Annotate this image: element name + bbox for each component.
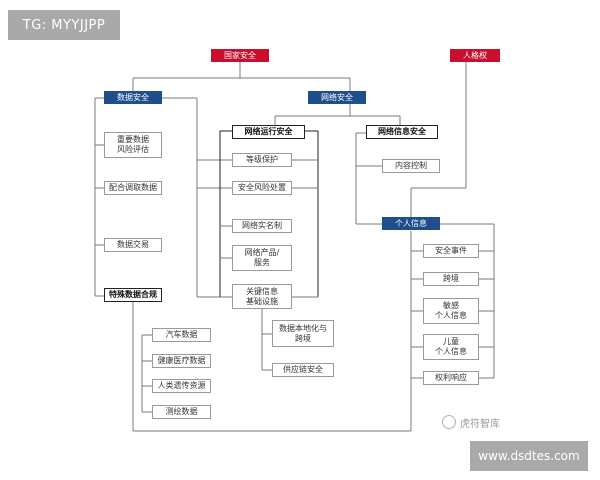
- node-data-localization-cross-border: 数据本地化与 跨境: [272, 320, 334, 347]
- node-critical-information-infrastructure: 关键信息 基础设施: [232, 284, 292, 309]
- node-security-risk-handling: 安全风险处置: [232, 181, 292, 195]
- node-personal-information: 个人信息: [382, 217, 440, 230]
- node-important-data-risk-assessment: 重要数据 风险评估: [104, 132, 162, 158]
- node-content-control: 内容控制: [382, 159, 440, 173]
- watermark-brand: 虎符智库: [442, 414, 500, 430]
- node-national-security: 国家安全: [211, 49, 269, 62]
- node-network-products-services: 网络产品/ 服务: [232, 245, 292, 271]
- node-vehicle-data: 汽车数据: [152, 328, 211, 342]
- node-cross-border: 跨境: [423, 272, 479, 286]
- node-children-personal-information: 儿童 个人信息: [423, 334, 479, 360]
- watermark-bottom-right: www.dsdtes.com: [470, 441, 588, 471]
- brand-name: 虎符智库: [460, 418, 500, 430]
- node-data-trading: 数据交易: [104, 238, 162, 252]
- node-personality-rights: 人格权: [450, 49, 500, 62]
- node-data-security: 数据安全: [104, 91, 162, 104]
- node-special-data-compliance: 特殊数据合规: [104, 288, 162, 302]
- node-supply-chain-security: 供应链安全: [272, 363, 334, 377]
- node-network-real-name: 网络实名制: [232, 219, 292, 233]
- node-network-information-security: 网络信息安全: [366, 125, 438, 139]
- node-surveying-data: 测绘数据: [152, 405, 211, 419]
- brand-logo-icon: [442, 415, 456, 429]
- node-health-medical-data: 健康医疗数据: [152, 354, 211, 368]
- node-cooperate-data-retrieval: 配合调取数据: [104, 181, 162, 195]
- node-rights-response: 权利响应: [423, 371, 479, 385]
- watermark-top-left: TG: MYYJJPP: [8, 10, 120, 40]
- node-network-operation-security: 网络运行安全: [232, 125, 305, 139]
- node-human-genetic-resources: 人类遗传资源: [152, 379, 211, 393]
- node-level-protection: 等级保护: [232, 153, 292, 167]
- node-network-security: 网络安全: [308, 91, 366, 104]
- node-security-incident: 安全事件: [423, 244, 479, 258]
- node-sensitive-personal-information: 敏感 个人信息: [423, 298, 479, 324]
